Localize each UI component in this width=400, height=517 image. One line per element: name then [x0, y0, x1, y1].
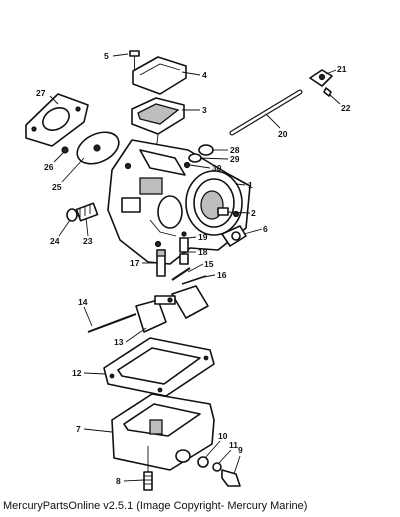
callout-29: 29	[230, 154, 240, 164]
callout-17: 17	[130, 258, 140, 268]
callout-9: 9	[238, 445, 243, 455]
callout-23: 23	[83, 236, 93, 246]
callout-30: 30	[212, 163, 222, 173]
callout-22: 22	[341, 103, 351, 113]
part-float	[87, 285, 209, 333]
callout-2: 2	[251, 208, 256, 218]
callout-5: 5	[104, 51, 109, 61]
part-pins	[171, 267, 207, 285]
callout-1: 1	[248, 180, 253, 190]
part-flange-gasket	[25, 93, 89, 147]
part-diaphragm	[61, 131, 120, 165]
callout-8: 8	[116, 476, 121, 486]
part-screw-bottom	[143, 471, 153, 491]
part-cover-plate	[132, 56, 187, 95]
callout-20: 20	[278, 129, 288, 139]
part-throttle-shaft	[229, 89, 303, 136]
part-jet-fitting	[66, 202, 99, 222]
part-valve-right	[221, 225, 247, 247]
callout-15: 15	[204, 259, 214, 269]
callout-21: 21	[337, 64, 347, 74]
callout-10: 10	[218, 431, 228, 441]
part-gasket-plate	[131, 97, 185, 153]
callout-27: 27	[36, 88, 46, 98]
callout-6: 6	[263, 224, 268, 234]
callout-4: 4	[202, 70, 207, 80]
callout-25: 25	[52, 182, 62, 192]
callout-labels: 1 2 3 4 5 6 7 8 9 10 11 12 13 14 15 16 1…	[36, 51, 351, 486]
part-lever	[309, 69, 333, 97]
callout-28: 28	[230, 145, 240, 155]
part-screw-right	[217, 207, 229, 216]
callout-18: 18	[198, 247, 208, 257]
callout-24: 24	[50, 236, 60, 246]
part-float-bowl	[111, 393, 215, 472]
callout-19: 19	[198, 232, 208, 242]
carburetor-exploded-diagram: 1 2 3 4 5 6 7 8 9 10 11 12 13 14 15 16 1…	[25, 50, 351, 491]
callout-14: 14	[78, 297, 88, 307]
part-drain-plug	[175, 449, 241, 487]
footer-caption: MercuryPartsOnline v2.5.1 (Image Copyrig…	[3, 500, 308, 512]
callout-11: 11	[229, 440, 238, 450]
callout-26: 26	[44, 162, 54, 172]
callout-12: 12	[72, 368, 82, 378]
callout-13: 13	[114, 337, 124, 347]
callout-7: 7	[76, 424, 81, 434]
callout-3: 3	[202, 105, 207, 115]
part-bowl-gasket	[103, 337, 215, 397]
leader-lines	[49, 53, 341, 482]
callout-16: 16	[217, 270, 227, 280]
